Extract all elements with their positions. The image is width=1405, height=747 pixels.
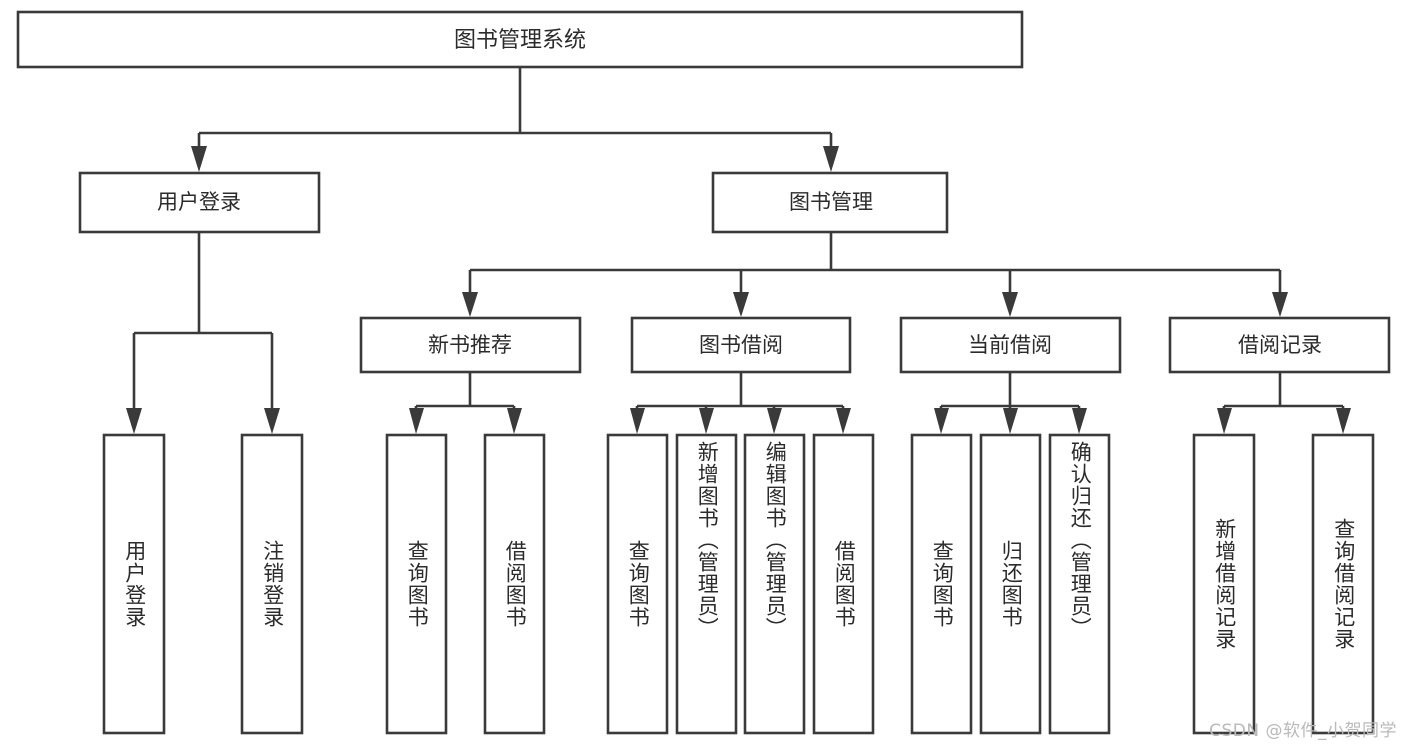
- arrow-to-leaf-query-record: [1336, 408, 1351, 434]
- leaf-box-borrow-book-2[interactable]: [812, 433, 875, 735]
- leaf-box-edit-book[interactable]: [743, 433, 806, 735]
- node-borrow-record-label: 借阅记录: [1238, 333, 1322, 357]
- arrow-to-leaf-query-book-2: [630, 408, 645, 434]
- leaf-box-add-record[interactable]: [1192, 433, 1256, 735]
- node-current-borrow[interactable]: 当前借阅: [899, 316, 1122, 374]
- leaf-box-add-book[interactable]: [675, 433, 738, 735]
- node-user-login-label: 用户登录: [157, 190, 241, 214]
- connector-group-book-management: [462, 232, 1288, 317]
- arrow-to-current-borrow: [1002, 292, 1018, 317]
- arrow-to-borrow-record: [1272, 292, 1288, 317]
- arrow-to-leaf-query-book-1: [409, 408, 424, 434]
- node-book-borrow-box[interactable]: [630, 316, 852, 374]
- arrow-to-user-login: [191, 146, 207, 172]
- leaf-box-logout[interactable]: [240, 433, 304, 735]
- node-borrow-record-box[interactable]: [1168, 316, 1391, 374]
- leaf-box-confirm-return[interactable]: [1048, 433, 1111, 735]
- arrow-to-leaf-confirm-return: [1072, 408, 1087, 434]
- arrow-to-book-management: [823, 146, 839, 172]
- node-new-book-recommend-label: 新书推荐: [428, 333, 512, 357]
- arrow-to-book-borrow: [733, 292, 749, 317]
- connector-group-book-borrow: [630, 372, 851, 434]
- arrow-to-leaf-edit-book: [767, 408, 782, 434]
- connector-group-root: [191, 67, 839, 172]
- arrow-to-leaf-borrow-book-2: [836, 408, 851, 434]
- node-book-borrow-label: 图书借阅: [699, 333, 783, 357]
- node-book-management-box[interactable]: [711, 171, 949, 234]
- arrow-to-leaf-return-book: [1003, 408, 1018, 434]
- leaf-box-borrow-book-1[interactable]: [483, 433, 546, 735]
- connector-group-user-login: [126, 232, 280, 434]
- node-book-management[interactable]: 图书管理: [711, 171, 949, 234]
- leaf-box-query-book-2[interactable]: [606, 433, 669, 735]
- arrow-to-leaf-borrow-book-1: [507, 408, 522, 434]
- node-user-login-box[interactable]: [78, 171, 321, 234]
- node-borrow-record[interactable]: 借阅记录: [1168, 316, 1391, 374]
- arrow-to-new-book-recommend: [462, 292, 478, 317]
- arrow-to-leaf-logout: [264, 408, 280, 434]
- arrow-to-leaf-add-record: [1217, 408, 1232, 434]
- leaf-box-query-book-1[interactable]: [385, 433, 448, 735]
- node-new-book-recommend[interactable]: 新书推荐: [359, 316, 582, 374]
- leaf-box-query-book-3[interactable]: [910, 433, 973, 735]
- node-current-borrow-label: 当前借阅: [968, 333, 1052, 357]
- node-root-box[interactable]: [16, 10, 1024, 69]
- leaf-box-query-record[interactable]: [1311, 433, 1375, 735]
- node-root-label: 图书管理系统: [454, 28, 586, 53]
- node-new-book-recommend-box[interactable]: [359, 316, 582, 374]
- node-current-borrow-box[interactable]: [899, 316, 1122, 374]
- node-user-login[interactable]: 用户登录: [78, 171, 321, 234]
- node-book-management-label: 图书管理: [789, 190, 873, 214]
- arrow-to-leaf-user-login: [126, 408, 142, 434]
- connector-group-new-book-recommend: [409, 372, 522, 434]
- node-book-borrow[interactable]: 图书借阅: [630, 316, 852, 374]
- csdn-watermark: CSDN @软件_小贺同学: [1209, 721, 1397, 741]
- connector-group-borrow-record: [1217, 372, 1351, 434]
- leaf-box-user-login[interactable]: [102, 433, 166, 735]
- leaf-box-return-book[interactable]: [979, 433, 1042, 735]
- arrow-to-leaf-query-book-3: [934, 408, 949, 434]
- connector-group-current-borrow: [934, 372, 1087, 434]
- node-root[interactable]: 图书管理系统: [16, 10, 1024, 69]
- arrow-to-leaf-add-book: [699, 408, 714, 434]
